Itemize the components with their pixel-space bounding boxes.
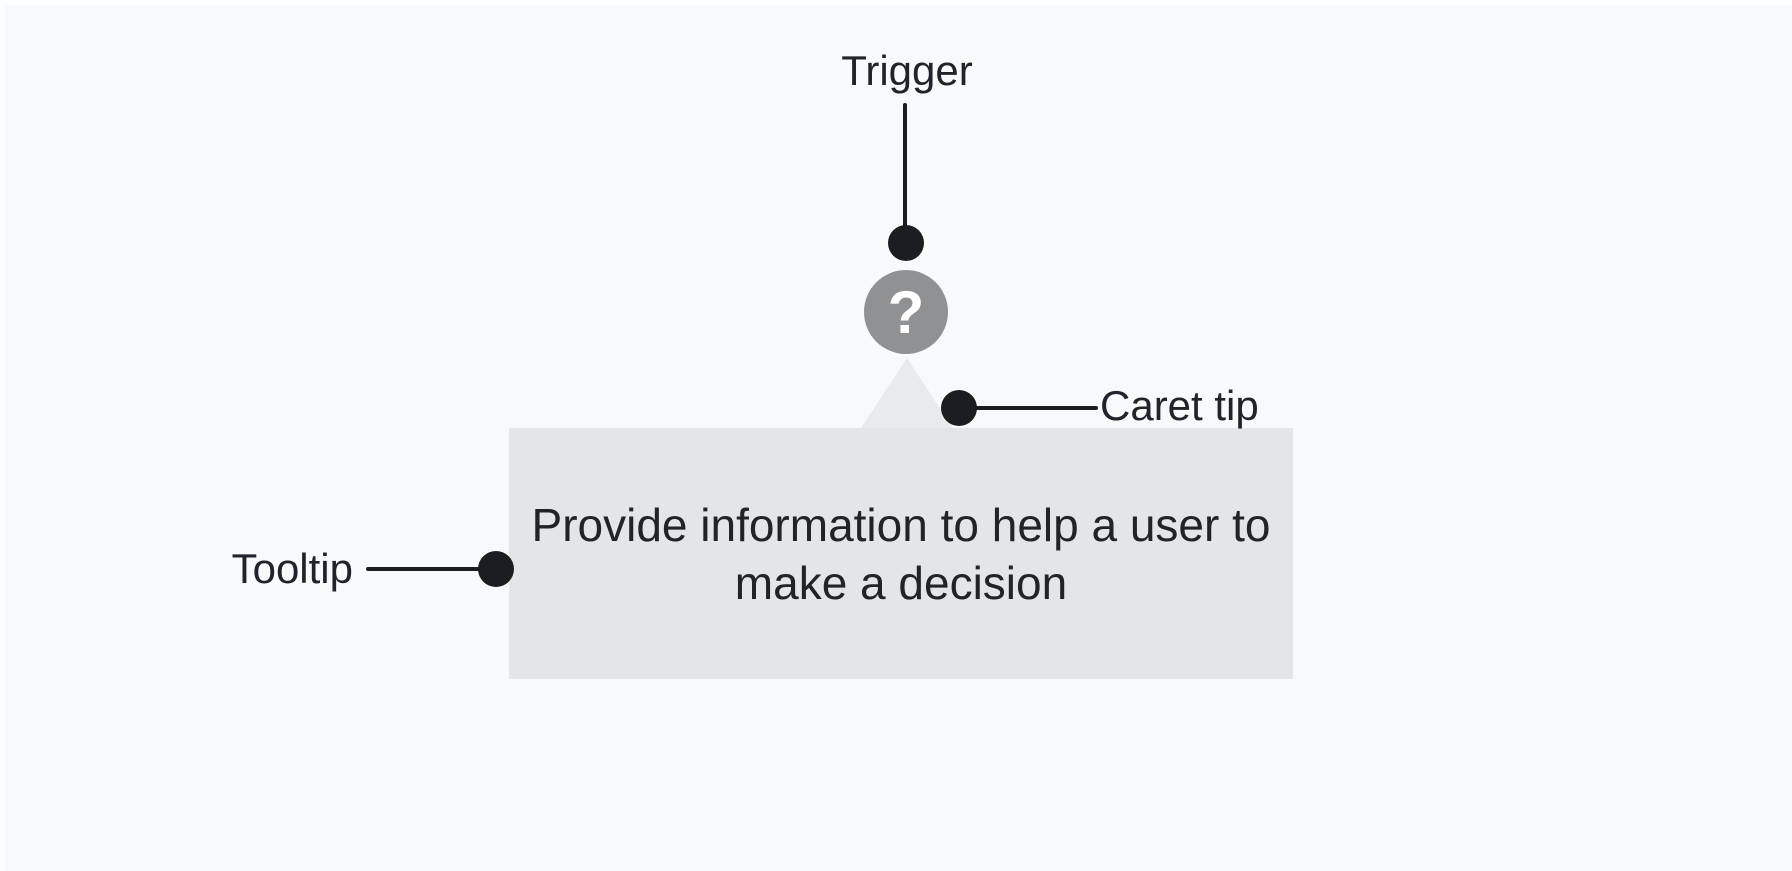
help-icon-glyph: ? — [887, 278, 925, 346]
trigger-leader-dot — [888, 225, 924, 261]
tooltip-text-line-1: Provide information to help a user to — [531, 498, 1271, 551]
canvas-edge-highlight-top — [0, 0, 1792, 5]
caret-tip-leader-dot — [941, 390, 977, 426]
trigger-leader-line — [903, 103, 907, 244]
tooltip-label: Tooltip — [231, 545, 353, 592]
tooltip-leader-line — [366, 567, 496, 571]
tooltip-text-line-2: make a decision — [734, 556, 1068, 609]
caret-tip-leader-line — [959, 406, 1098, 410]
help-icon[interactable]: ? — [864, 270, 948, 354]
tooltip-leader-dot — [478, 551, 514, 587]
caret-tip-label: Caret tip — [1100, 382, 1259, 429]
trigger-label: Trigger — [841, 47, 973, 94]
tooltip-caret — [861, 358, 953, 428]
canvas-edge-highlight-left — [0, 0, 5, 871]
tooltip-box: Provide information to help a user to ma… — [509, 428, 1293, 679]
